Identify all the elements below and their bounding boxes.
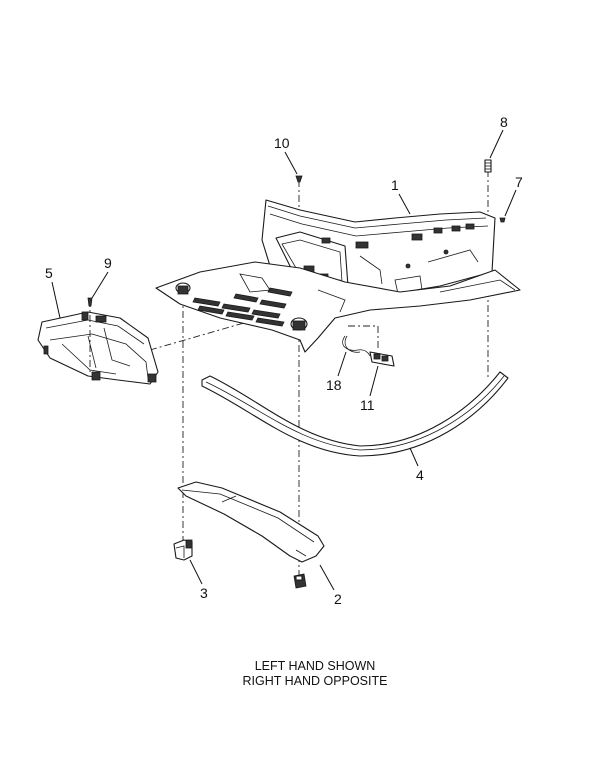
part-18-wire-harness <box>342 335 371 357</box>
callout-18: 18 <box>326 377 342 393</box>
callout-labels: 1 2 3 4 5 7 8 9 10 11 18 <box>45 114 523 607</box>
part-1-quarter-trim-panel <box>155 199 521 353</box>
callout-7: 7 <box>515 174 523 190</box>
part-2-lower-trim-strip <box>177 481 325 589</box>
callout-2: 2 <box>334 591 342 607</box>
part-7-clip <box>499 217 506 223</box>
callout-8: 8 <box>500 114 508 130</box>
part-5-side-storage-bin <box>37 311 159 385</box>
part-8-bolt <box>484 159 492 173</box>
callout-4: 4 <box>416 467 424 483</box>
floor-grille-ribs <box>192 287 293 327</box>
callout-1: 1 <box>391 177 399 193</box>
callout-10: 10 <box>274 135 290 151</box>
callout-11: 11 <box>360 397 375 413</box>
callout-5: 5 <box>45 265 53 281</box>
part-10-push-pin <box>295 175 303 183</box>
part-11-switch <box>369 351 395 367</box>
caption-line-1: LEFT HAND SHOWN <box>255 659 376 673</box>
leader-lines <box>51 129 517 591</box>
diagram-caption: LEFT HAND SHOWN RIGHT HAND OPPOSITE <box>243 659 388 688</box>
part-9-screw <box>87 297 93 372</box>
caption-line-2: RIGHT HAND OPPOSITE <box>243 674 388 688</box>
callout-3: 3 <box>200 585 208 601</box>
callout-9: 9 <box>104 255 112 271</box>
part-3-retainer-clip <box>173 539 193 561</box>
part-4-sill-molding <box>201 371 509 457</box>
